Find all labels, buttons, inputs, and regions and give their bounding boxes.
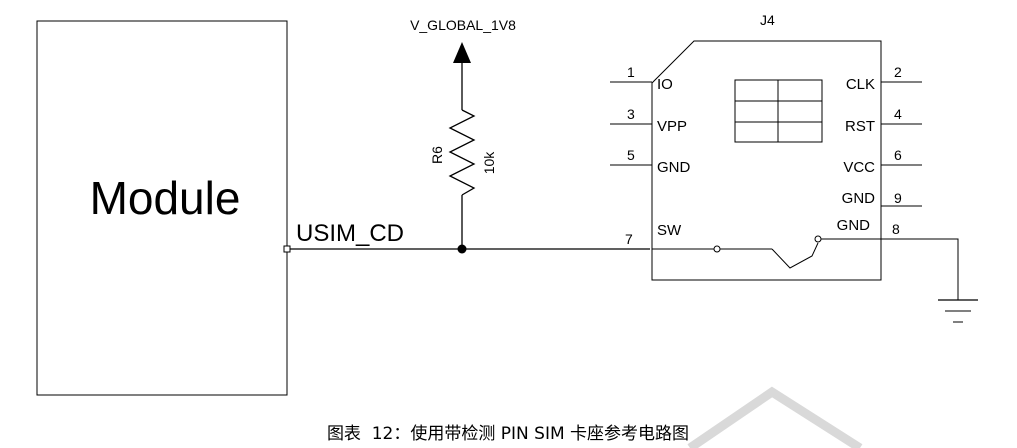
power-arrow-icon <box>453 42 471 63</box>
pin-5-name: GND <box>657 159 691 176</box>
pin-1-number: 1 <box>627 64 635 80</box>
pin-6-name: VCC <box>843 159 875 176</box>
pin-6-number: 6 <box>894 147 902 163</box>
watermark <box>687 386 863 448</box>
figure-caption: 图表 12：使用带检测 PIN SIM 卡座参考电路图 <box>327 423 689 444</box>
pin-5-number: 5 <box>627 147 635 163</box>
pin-8-number: 8 <box>892 221 900 237</box>
connector-ref: J4 <box>760 12 775 28</box>
resistor-ref: R6 <box>429 146 445 164</box>
pin-3-name: VPP <box>657 118 687 135</box>
gnd-wire <box>881 238 959 300</box>
switch-lever <box>771 242 819 269</box>
module-label: Module <box>90 172 241 224</box>
pin-3-number: 3 <box>627 106 635 122</box>
pin-2-number: 2 <box>894 64 902 80</box>
pin-1-name: IO <box>657 76 673 93</box>
module-pin <box>283 245 291 253</box>
power-net-label: V_GLOBAL_1V8 <box>410 17 516 33</box>
connector-body <box>651 40 882 281</box>
switch-contact-right <box>814 235 822 243</box>
switch-contact-left <box>713 245 721 253</box>
usim-cd-label: USIM_CD <box>296 220 404 247</box>
pin-9-number: 9 <box>894 190 902 206</box>
module-block <box>36 20 288 396</box>
pin-8-name: GND <box>837 217 871 234</box>
pin-7-number: 7 <box>625 231 633 247</box>
pin-4-number: 4 <box>894 106 902 122</box>
resistor-value: 10k <box>481 151 497 175</box>
ground-icon <box>938 299 978 323</box>
pin-7-name: SW <box>657 222 682 239</box>
sim-contact-icon <box>734 79 823 143</box>
pin-9-name: GND <box>842 190 876 207</box>
pin-2-name: CLK <box>846 76 875 93</box>
pin-4-name: RST <box>845 118 875 135</box>
resistor-r6 <box>448 109 476 196</box>
